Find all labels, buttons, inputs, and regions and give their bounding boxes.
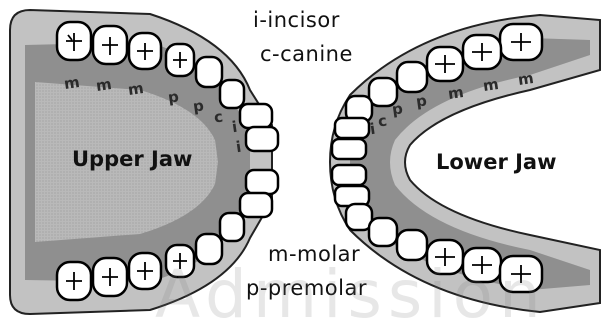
- upper-label-molar-2: m: [95, 75, 113, 95]
- tooth-upper-premolar-2: [196, 57, 222, 87]
- tooth-upper-incisor-3: [246, 170, 278, 194]
- lower-label-molar-1: m: [447, 83, 465, 103]
- upper-label-molar-1: m: [63, 73, 81, 93]
- tooth-lower-incisor-3: [332, 165, 366, 185]
- tooth-upper-incisor-2: [246, 127, 278, 151]
- watermark: Admission: [155, 256, 547, 323]
- tooth-upper-incisor-4: [240, 193, 272, 217]
- lower-label-molar-3: m: [517, 69, 535, 89]
- lower-jaw-title: Lower Jaw: [436, 150, 557, 174]
- upper-label-molar-3: m: [127, 79, 145, 99]
- tooth-lower-incisor-1: [335, 118, 369, 138]
- tooth-lower-premolar-1: [397, 62, 427, 92]
- upper-jaw-title: Upper Jaw: [72, 147, 192, 171]
- lower-label-premolar-1: p: [391, 99, 404, 118]
- tooth-upper-canine-2: [220, 213, 244, 241]
- tooth-upper-canine: [220, 80, 244, 108]
- tooth-upper-incisor-1: [240, 104, 272, 128]
- upper-label-premolar-2: p: [192, 96, 205, 115]
- tooth-lower-premolar-3: [369, 218, 397, 246]
- legend-incisor: i-incisor: [253, 8, 340, 32]
- legend-canine: c-canine: [260, 42, 353, 66]
- lower-label-premolar-2: p: [415, 91, 428, 110]
- tooth-lower-incisor-2: [332, 139, 366, 159]
- upper-label-premolar-1: p: [167, 87, 180, 106]
- lower-label-molar-2: m: [482, 75, 500, 95]
